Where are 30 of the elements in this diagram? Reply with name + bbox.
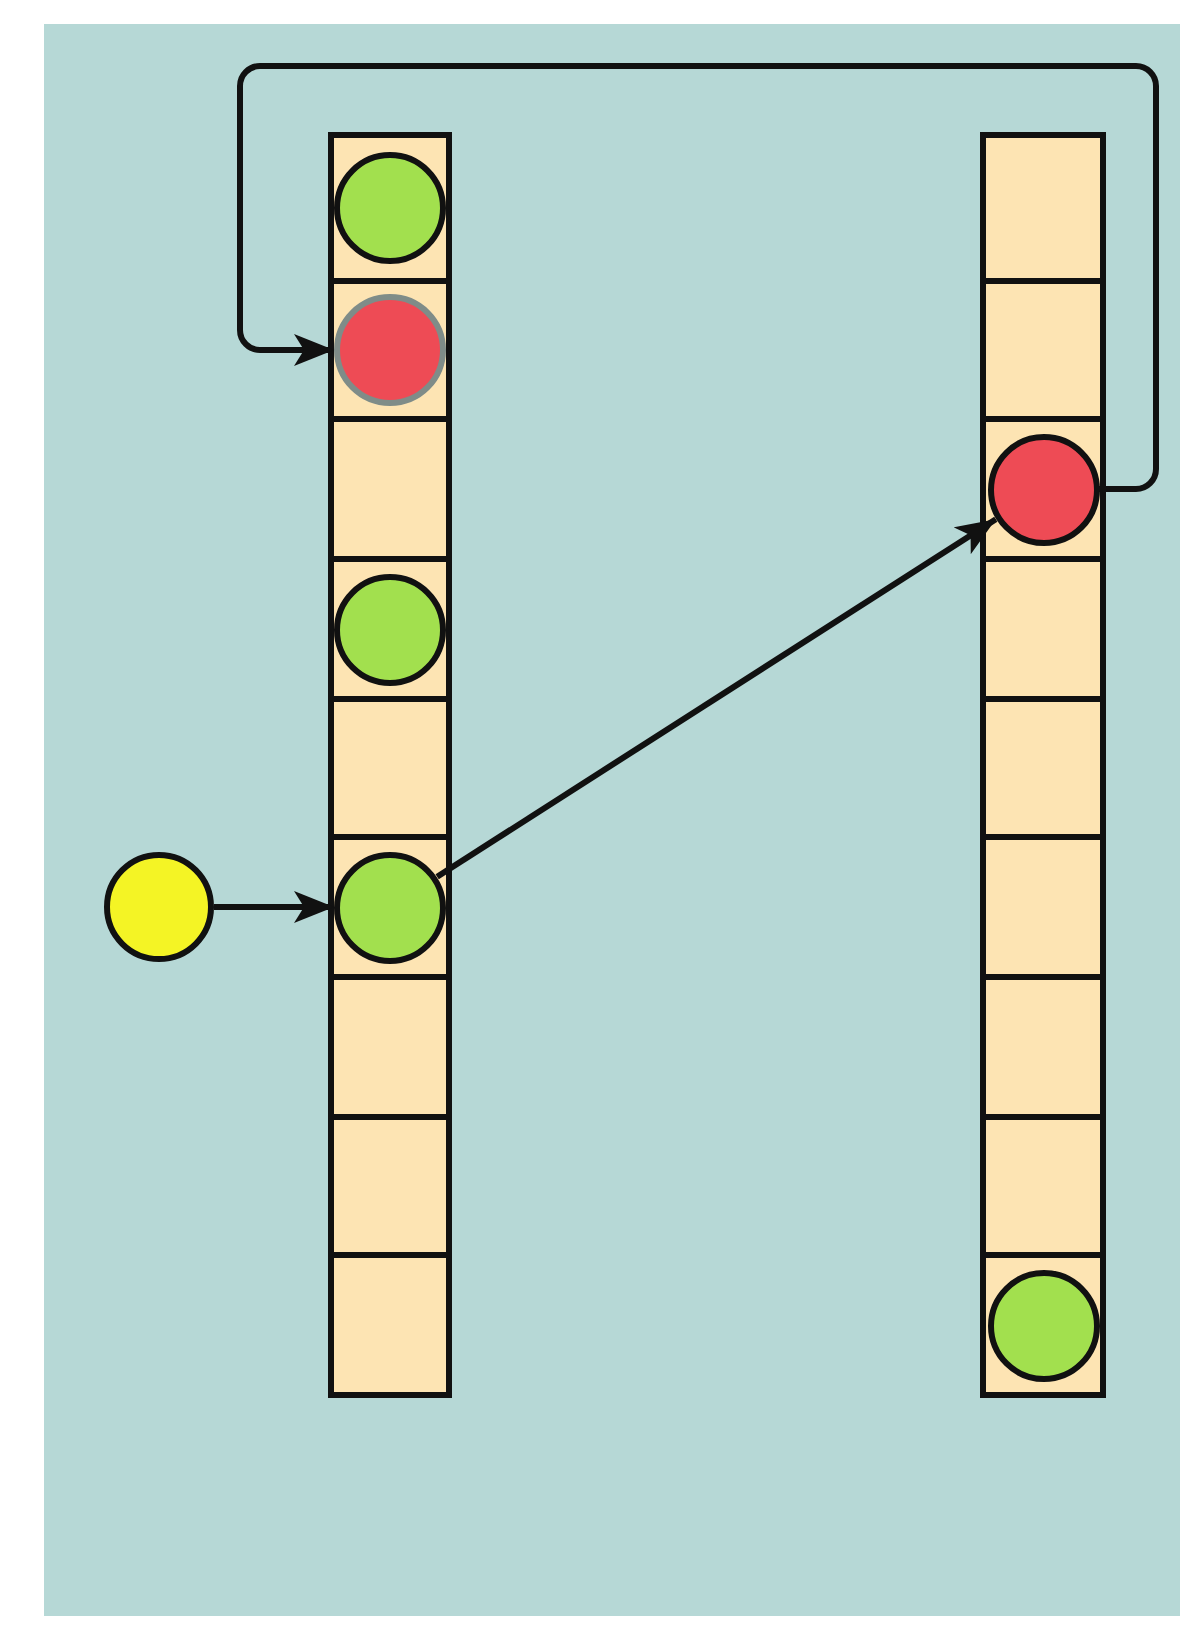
connector-arrow <box>435 516 998 880</box>
token-circle <box>987 433 1099 545</box>
array-slot <box>334 278 446 416</box>
array-slot <box>986 278 1100 416</box>
array-slot <box>334 974 446 1114</box>
connector-arrow <box>214 891 334 923</box>
array-slot <box>986 1252 1100 1392</box>
array-slot <box>986 974 1100 1114</box>
token-circle <box>987 1269 1099 1381</box>
array-slot <box>334 556 446 696</box>
array-slot <box>334 1252 446 1392</box>
array-slot <box>334 138 446 278</box>
array-slot <box>334 834 446 974</box>
array-slot <box>986 416 1100 556</box>
token-circle <box>104 852 214 962</box>
array-slot <box>986 834 1100 974</box>
token-circle <box>334 851 446 963</box>
array-column <box>980 132 1106 1398</box>
array-slot <box>986 1114 1100 1252</box>
array-slot <box>986 138 1100 278</box>
token-circle <box>334 152 446 264</box>
array-slot <box>986 696 1100 834</box>
token-circle <box>334 294 446 406</box>
array-slot <box>334 1114 446 1252</box>
token-circle <box>334 573 446 685</box>
array-slot <box>334 696 446 834</box>
connector-arrow <box>237 63 1159 492</box>
array-slot <box>334 416 446 556</box>
array-column <box>328 132 452 1398</box>
array-slot <box>986 556 1100 696</box>
